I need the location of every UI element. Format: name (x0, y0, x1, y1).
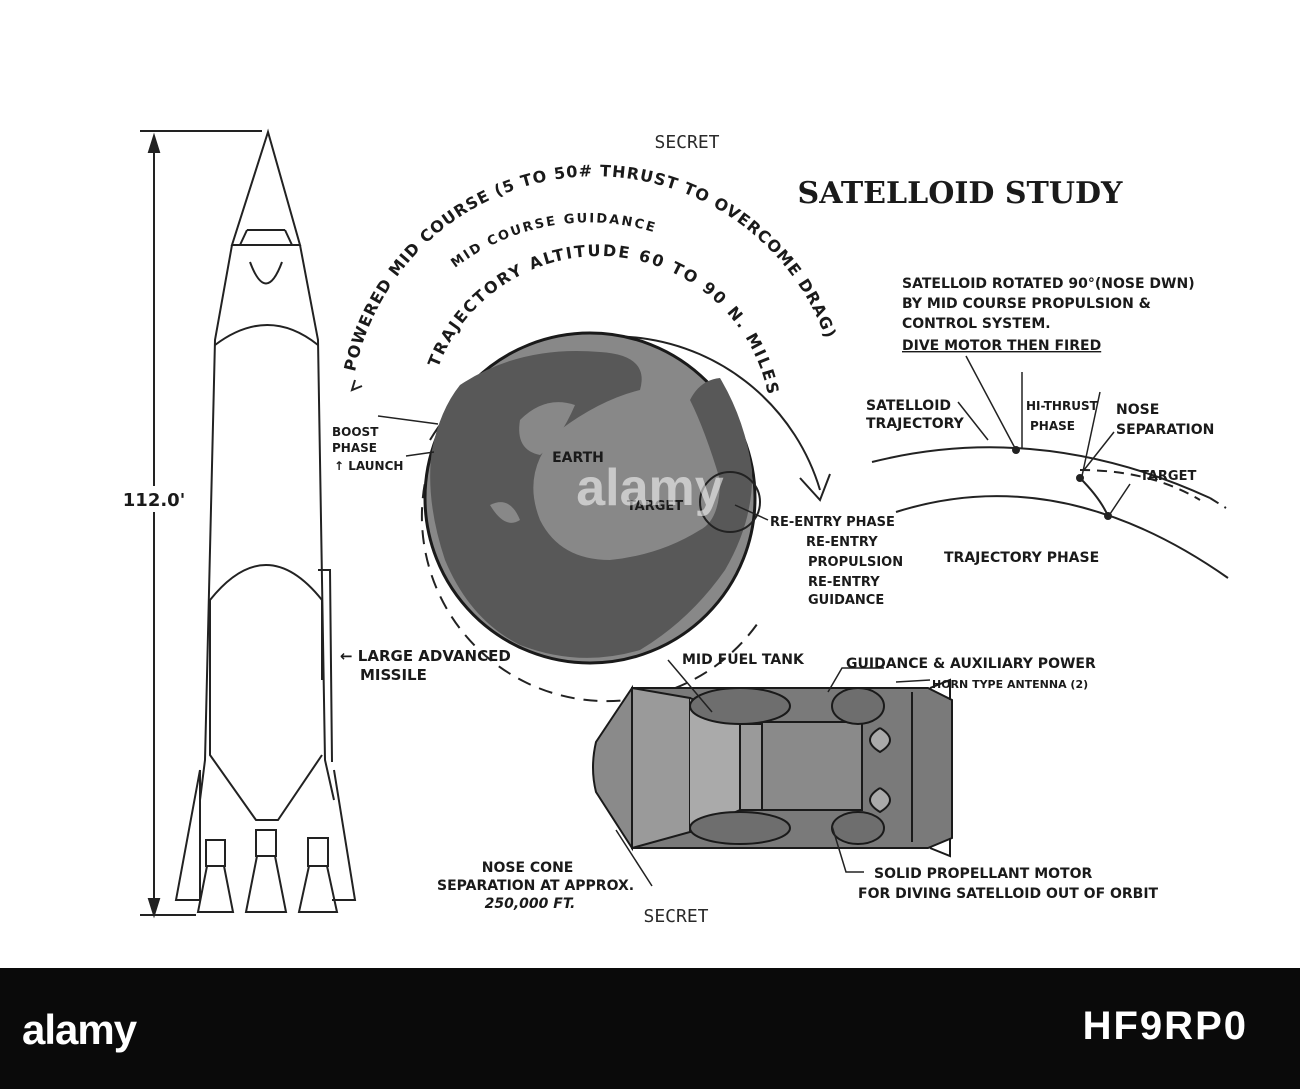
trajectory-detail (871, 355, 1229, 579)
trajectory-phase-label: TRAJECTORY PHASE (944, 550, 1099, 566)
rotation-note: SATELLOID ROTATED 90°(NOSE DWN) BY MID C… (902, 276, 1199, 354)
guidance-power-label: GUIDANCE & AUXILIARY POWER (846, 656, 1096, 672)
missile-caption-line1: ← LARGE ADVANCED (340, 647, 511, 665)
satelloid-label-line1: SATELLOID (866, 398, 951, 414)
mid-fuel-tank-label: MID FUEL TANK (682, 652, 805, 668)
height-dimension (140, 130, 262, 919)
satelloid-cross-section (592, 678, 953, 858)
boost-label-line1: BOOST (332, 425, 379, 439)
nose-cone-note: NOSE CONE SEPARATION AT APPROX. 250,000 … (437, 860, 639, 912)
course-arrowhead (799, 473, 831, 502)
satelloid-leaders (615, 659, 931, 887)
reentry-labels: RE-ENTRY PHASE RE-ENTRY PROPULSION RE-EN… (770, 515, 908, 608)
hithrust-label-line1: HI-THRUST (1026, 399, 1099, 413)
boost-label-line2: PHASE (332, 441, 377, 455)
solid-motor-note: SOLID PROPELLANT MOTOR FOR DIVING SATELL… (858, 866, 1159, 902)
earth-diagram (350, 331, 831, 703)
missile-height-label: 112.0' (123, 490, 185, 511)
missile-caption-line2: MISSILE (360, 666, 427, 684)
nose-label-line1: NOSE (1116, 402, 1159, 418)
trajectory-target-label: TARGET (1140, 469, 1196, 484)
page-title: SATELLOID STUDY (798, 176, 1123, 211)
earth-target-label: TARGET (627, 499, 683, 514)
hithrust-label-line2: PHASE (1030, 419, 1075, 433)
dashed-orbit (420, 461, 761, 703)
classification-bottom: SECRET (643, 906, 708, 927)
earth-label: EARTH (552, 450, 604, 466)
nose-label-line2: SEPARATION (1116, 422, 1214, 438)
target-ring (699, 471, 761, 533)
classification-top: SECRET (654, 132, 719, 153)
footer-bar: alamy HF9RP0 (0, 968, 1300, 1089)
footer-logo[interactable]: alamy (22, 1006, 137, 1053)
missile-illustration (174, 128, 357, 913)
image-code: HF9RP0 (1082, 1004, 1248, 1048)
satelloid-label-line2: TRAJECTORY (866, 416, 965, 432)
horn-antenna-label: HORN TYPE ANTENNA (2) (932, 678, 1088, 691)
earth-landmass (430, 350, 753, 658)
launch-label: ↑ LAUNCH (334, 459, 403, 473)
